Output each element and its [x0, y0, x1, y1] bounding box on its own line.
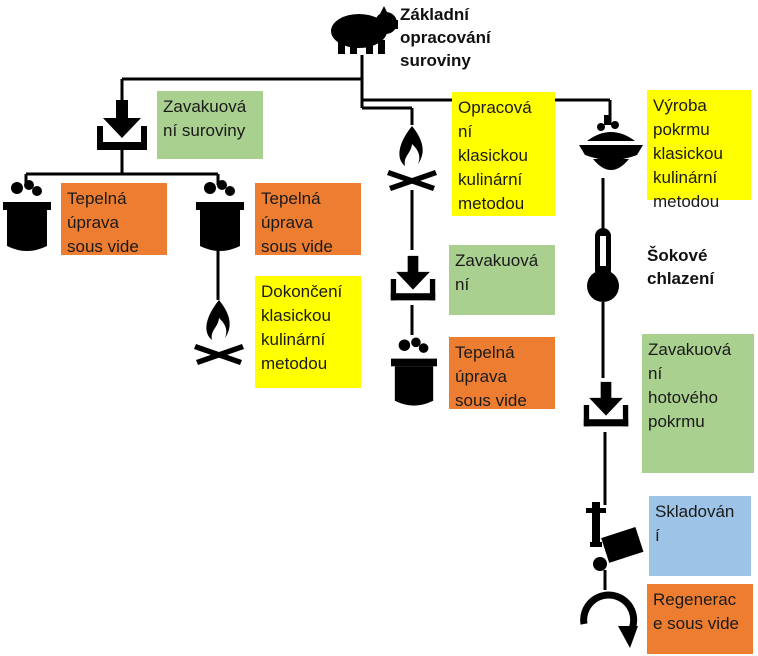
campfire-icon: [194, 300, 244, 365]
label-shock-chill: Šokové chlazení: [647, 246, 715, 288]
campfire-icon: [387, 126, 437, 191]
vacuum-press-icon: [583, 381, 629, 427]
storage-icon: [586, 502, 644, 571]
regenerate-icon: [580, 591, 638, 648]
box-process-classic: Opracová ní klasickou kulinární metodou: [452, 92, 555, 216]
box-finish-classic: Dokončení klasickou kulinární metodou: [255, 276, 361, 388]
pot-icon: [196, 180, 244, 251]
box-regeneration: Regenerac e sous vide: [647, 584, 753, 654]
box-sous-vide-left: Tepelná úprava sous vide: [61, 183, 167, 256]
box-sous-vide-right: Tepelná úprava sous vide: [255, 183, 361, 256]
pot-icon: [3, 180, 51, 251]
vacuum-press-icon: [390, 255, 436, 301]
vacuum-press-icon: [97, 100, 147, 150]
pot-icon: [391, 337, 437, 406]
box-vacuum-raw: Zavakuová ní suroviny: [157, 91, 263, 159]
box-storage: Skladován í: [649, 496, 751, 576]
dish-icon: [579, 115, 643, 170]
box-vacuum-dish: Zavakuová ní hotového pokrmu: [642, 334, 754, 473]
box-sous-vide-b2: Tepelná úprava sous vide: [449, 337, 555, 410]
root-label: Základní opracování suroviny: [400, 5, 491, 70]
box-vacuum-b2: Zavakuová ní: [449, 245, 555, 315]
thermometer-icon: [587, 228, 619, 302]
pig-icon: [331, 6, 398, 54]
box-dish-classic: Výroba pokrmu klasickou kulinární metodo…: [647, 90, 751, 211]
